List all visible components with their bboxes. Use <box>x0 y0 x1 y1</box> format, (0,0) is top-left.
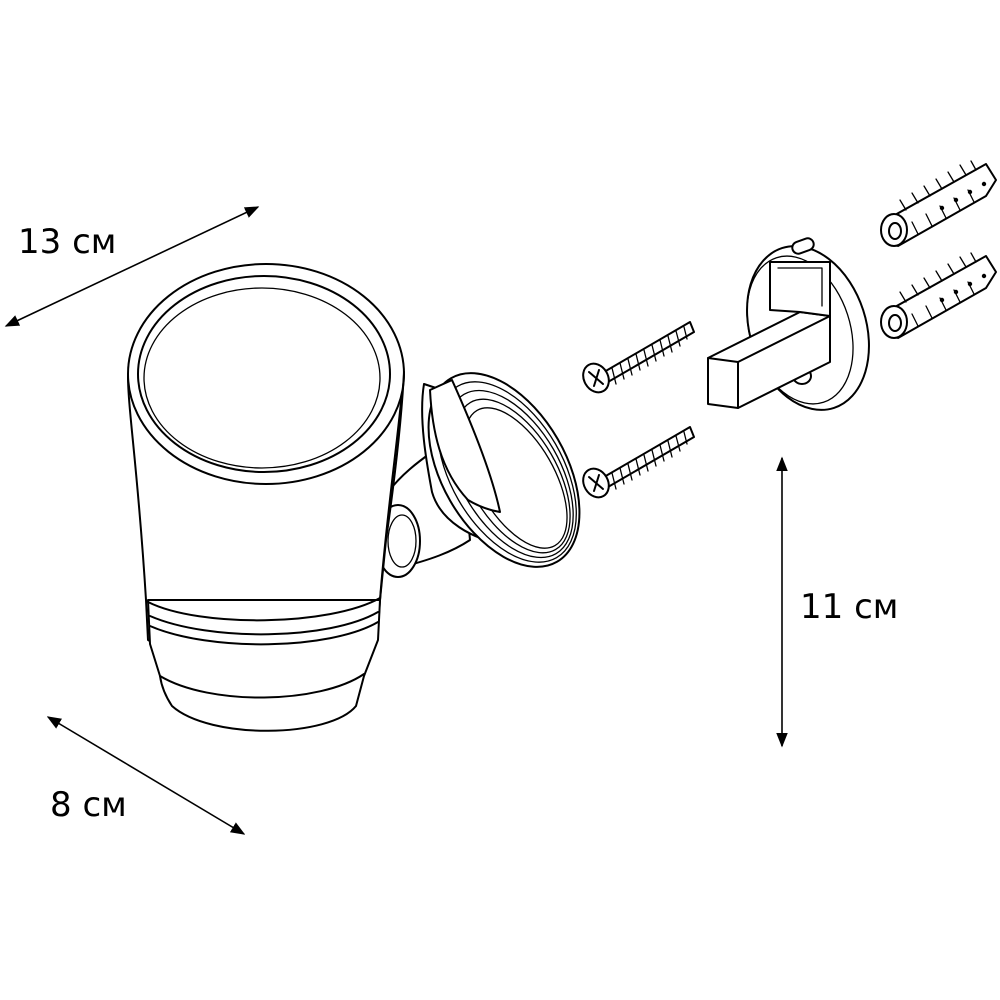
dimension-depth-label: 8 см <box>50 785 127 825</box>
wall-plug-lower <box>880 252 997 339</box>
dimension-height-label: 11 см <box>800 587 898 627</box>
dimension-length: 13 см <box>4 206 260 327</box>
dimension-length-label: 13 см <box>18 222 116 262</box>
dimension-height: 11 см <box>776 456 898 748</box>
holder-rosette <box>375 372 581 578</box>
mounting-plate <box>707 237 870 411</box>
tumbler <box>127 263 405 732</box>
wall-plug-upper <box>880 160 997 247</box>
dimension-depth: 8 см <box>46 716 246 835</box>
screw-lower <box>582 426 695 499</box>
screw-upper <box>582 321 695 394</box>
